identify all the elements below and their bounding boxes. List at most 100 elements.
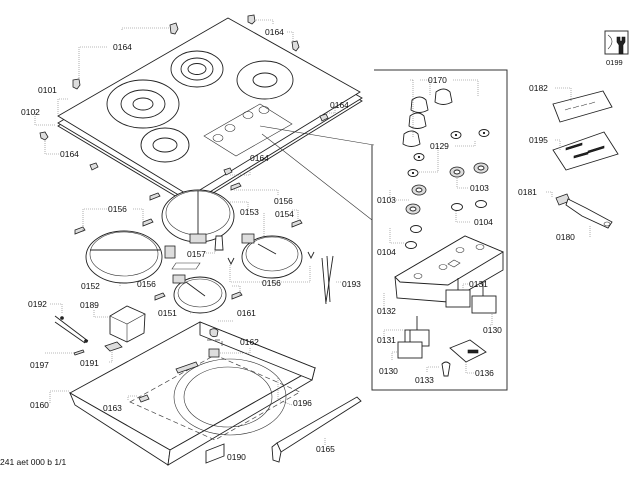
label-0131: 0131	[469, 279, 488, 289]
controls-box	[259, 69, 508, 391]
leaders-heaters	[82, 189, 342, 314]
knobs-0170[interactable]	[402, 88, 453, 147]
label-0197: 0197	[30, 360, 49, 370]
label-0164: 0164	[113, 42, 132, 52]
heater-0153[interactable]	[161, 189, 235, 244]
clip-icon	[89, 162, 99, 171]
label-0164: 0164	[330, 100, 349, 110]
label-0181: 0181	[518, 187, 537, 197]
bracket-icon	[142, 218, 154, 227]
label-0164: 0164	[265, 27, 284, 37]
board-0136[interactable]	[449, 339, 487, 363]
bezels-0103[interactable]	[405, 162, 489, 215]
label-0130: 0130	[379, 366, 398, 376]
bracket-icons	[74, 182, 315, 301]
burner-rings	[106, 50, 294, 163]
panel-0132[interactable]	[394, 235, 504, 303]
heater-0152[interactable]	[85, 230, 176, 284]
clip-icon	[223, 167, 233, 176]
strip-0165[interactable]	[271, 396, 362, 463]
label-0103: 0103	[470, 183, 489, 193]
label-0165: 0165	[316, 444, 335, 454]
label-0136: 0136	[475, 368, 494, 378]
part-0162-icon[interactable]	[208, 348, 220, 358]
label-0164: 0164	[250, 153, 269, 163]
switch-icon	[471, 295, 497, 314]
label-0182: 0182	[529, 83, 548, 93]
housing-0160[interactable]	[69, 321, 317, 466]
part-0197-icon[interactable]	[73, 349, 85, 356]
clip-icon	[72, 78, 81, 90]
label-0152: 0152	[81, 281, 100, 291]
part-0161-icon[interactable]	[209, 328, 219, 338]
switch-icon	[397, 341, 423, 359]
rings-0129[interactable]	[407, 129, 490, 177]
footer-code: 241 aet 000 b 1/1	[0, 457, 66, 467]
label-0199: 0199	[606, 58, 623, 67]
heater-0151[interactable]	[172, 274, 227, 314]
scraper-0180[interactable]	[555, 193, 613, 229]
orings-0104[interactable]	[405, 200, 487, 249]
label-0193: 0193	[342, 279, 361, 289]
label-0153: 0153	[240, 207, 259, 217]
label-0161: 0161	[237, 308, 256, 318]
cable-0193[interactable]	[321, 255, 334, 305]
bracket-icon	[154, 292, 166, 301]
clip-icon	[247, 14, 256, 25]
knob-icon	[434, 88, 453, 105]
labels: 0164 0164 0164 0164 0164 0101 0102 0156 …	[0, 27, 623, 467]
label-0156: 0156	[262, 278, 281, 288]
label-0190[interactable]	[205, 443, 225, 464]
bracket-icon	[231, 291, 243, 300]
clip-icon	[169, 22, 179, 35]
bracket-icon	[291, 219, 303, 228]
label-0162: 0162	[240, 337, 259, 347]
label-0180: 0180	[556, 232, 575, 242]
label-0190: 0190	[227, 452, 246, 462]
bracket-icon	[74, 226, 86, 235]
part-0133[interactable]	[441, 361, 451, 377]
bracket-icon	[227, 257, 235, 266]
cable-0192[interactable]	[54, 315, 89, 344]
label-0157: 0157	[187, 249, 206, 259]
service-icon[interactable]	[604, 30, 629, 55]
heater-0154[interactable]	[241, 233, 303, 279]
box-0189[interactable]	[109, 305, 146, 343]
label-0189: 0189	[80, 300, 99, 310]
label-0104: 0104	[474, 217, 493, 227]
leaders-top	[34, 19, 336, 176]
kit-0182[interactable]	[552, 90, 613, 123]
label-0131: 0131	[377, 335, 396, 345]
label-0154: 0154	[275, 209, 294, 219]
bracket-icon	[230, 182, 242, 191]
clip-icon	[291, 40, 300, 52]
clip-icons	[39, 14, 329, 176]
label-0156: 0156	[137, 279, 156, 289]
label-0102: 0102	[21, 107, 40, 117]
label-0196: 0196	[293, 398, 312, 408]
switches[interactable]	[397, 278, 497, 359]
label-0132: 0132	[377, 306, 396, 316]
knob-icon	[410, 96, 429, 113]
label-0104: 0104	[377, 247, 396, 257]
glass-cooktop[interactable]	[57, 17, 363, 207]
knob-icon	[402, 130, 421, 147]
bracket-icon	[149, 192, 161, 201]
knob-icon	[408, 112, 427, 129]
label-0191: 0191	[80, 358, 99, 368]
label-0164: 0164	[60, 149, 79, 159]
label-0103: 0103	[377, 195, 396, 205]
label-0156: 0156	[108, 204, 127, 214]
part-0163-icon[interactable]	[138, 394, 150, 403]
label-0192: 0192	[28, 299, 47, 309]
sensor-0157[interactable]	[214, 235, 224, 251]
kit-0195[interactable]	[552, 131, 619, 171]
label-0130: 0130	[483, 325, 502, 335]
bracket-icon	[307, 251, 315, 260]
label-0170: 0170	[428, 75, 447, 85]
label-0151: 0151	[158, 308, 177, 318]
part-0191-icon[interactable]	[104, 341, 123, 352]
label-0101: 0101	[38, 85, 57, 95]
label-0129: 0129	[430, 141, 449, 151]
